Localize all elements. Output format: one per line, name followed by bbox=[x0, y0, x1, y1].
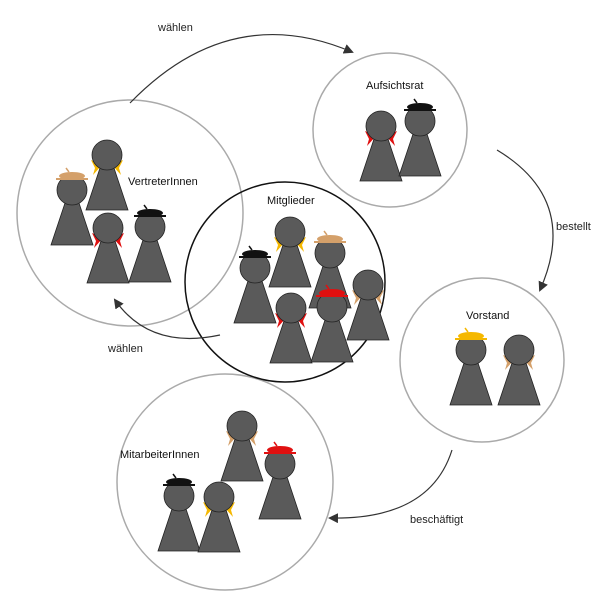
figure-head bbox=[274, 216, 306, 248]
hat-icon bbox=[134, 204, 166, 217]
arrow-waehlen-top bbox=[129, 34, 354, 104]
hat-icon bbox=[163, 473, 195, 486]
figure-vertreter-hat-black bbox=[128, 204, 172, 283]
figure-mitglieder-hat-red bbox=[310, 284, 354, 363]
figure-mitglieder-collar-tan bbox=[346, 269, 390, 341]
figure-body bbox=[497, 359, 541, 406]
hat-icon bbox=[264, 441, 296, 454]
circle-mitglieder bbox=[184, 181, 386, 383]
figure-head bbox=[352, 269, 384, 301]
figure-mitarbeiter-collar-tan bbox=[220, 410, 264, 482]
figure-head bbox=[503, 334, 535, 366]
circle-mitarbeiter bbox=[116, 373, 334, 591]
group-label-vorstand: Vorstand bbox=[466, 310, 510, 322]
figure-aufsichtsrat-collar-red bbox=[359, 110, 403, 182]
figure-body bbox=[128, 236, 172, 283]
group-label-mitarbeiter: MitarbeiterInnen bbox=[120, 449, 200, 461]
hat-icon bbox=[455, 327, 487, 340]
circle-aufsichtsrat bbox=[312, 52, 468, 208]
figure-body bbox=[449, 359, 493, 406]
figure-head bbox=[226, 410, 258, 442]
figure-mitglieder-hat-black bbox=[233, 245, 277, 324]
figure-body bbox=[85, 164, 129, 211]
arrow-bestellt bbox=[496, 149, 554, 292]
figure-body bbox=[197, 506, 241, 553]
arrow-label-bestellt: bestellt bbox=[556, 221, 591, 233]
arrow-waehlen-left bbox=[113, 298, 221, 340]
figure-body bbox=[268, 241, 312, 288]
figure-vorstand-hat-yellow bbox=[449, 327, 493, 406]
figure-vertreter-collar-red bbox=[86, 212, 130, 284]
figure-body bbox=[258, 473, 302, 520]
arrow-label-waehlen-left: wählen bbox=[108, 343, 143, 355]
hat-icon bbox=[316, 284, 348, 297]
hat-icon bbox=[404, 98, 436, 111]
group-label-mitglieder: Mitglieder bbox=[267, 195, 315, 207]
figure-vertreter-collar-yellow bbox=[85, 139, 129, 211]
figure-head bbox=[365, 110, 397, 142]
arrow-label-beschaeftigt: beschäftigt bbox=[410, 514, 464, 526]
arrow-beschaeftigt bbox=[328, 449, 453, 524]
figure-mitarbeiter-hat-red bbox=[258, 441, 302, 520]
figure-body bbox=[269, 317, 313, 364]
figure-head bbox=[203, 481, 235, 513]
figure-body bbox=[310, 316, 354, 363]
hat-icon bbox=[56, 167, 88, 180]
figure-body bbox=[398, 130, 442, 177]
arrow-label-waehlen-top: wählen bbox=[158, 22, 193, 34]
figure-head bbox=[91, 139, 123, 171]
hat-icon bbox=[239, 245, 271, 258]
circle-vertreter bbox=[16, 99, 244, 327]
figure-mitglieder-collar-red bbox=[269, 292, 313, 364]
figure-aufsichtsrat-hat-black bbox=[398, 98, 442, 177]
group-label-vertreter: VertreterInnen bbox=[128, 176, 198, 188]
figure-vorstand-collar-tan bbox=[497, 334, 541, 406]
figure-mitarbeiter-hat-black bbox=[157, 473, 201, 552]
figure-body bbox=[157, 505, 201, 552]
figure-body bbox=[220, 435, 264, 482]
group-label-aufsichtsrat: Aufsichtsrat bbox=[366, 80, 424, 92]
figure-head bbox=[275, 292, 307, 324]
hat-icon bbox=[314, 230, 346, 243]
circle-vorstand bbox=[399, 277, 565, 443]
figure-mitarbeiter-collar-yellow bbox=[197, 481, 241, 553]
figure-mitglieder-collar-yellow bbox=[268, 216, 312, 288]
figure-vertreter-hat-tan bbox=[50, 167, 94, 246]
figure-body bbox=[359, 135, 403, 182]
figure-head bbox=[92, 212, 124, 244]
